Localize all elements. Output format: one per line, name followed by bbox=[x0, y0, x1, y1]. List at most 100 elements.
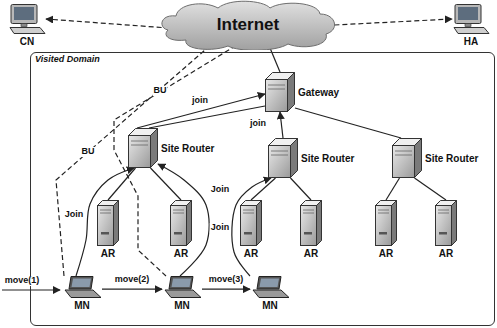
node-label: MN bbox=[174, 300, 190, 311]
tower-slot bbox=[304, 232, 312, 235]
box-side bbox=[151, 129, 158, 168]
access-router: AR bbox=[300, 200, 322, 246]
connector bbox=[56, 47, 208, 276]
node-label: AR bbox=[439, 248, 453, 259]
connector bbox=[76, 168, 134, 276]
pc-icon bbox=[452, 4, 490, 34]
tower-front bbox=[241, 206, 257, 246]
node-label: Site Router bbox=[161, 143, 214, 154]
box-detail bbox=[271, 151, 288, 152]
mobile-node: MN bbox=[162, 276, 202, 298]
tower-front bbox=[436, 206, 452, 246]
box-icon bbox=[128, 128, 158, 168]
tower-detail bbox=[303, 213, 314, 214]
laptop-icon bbox=[250, 276, 290, 298]
laptop-lid bbox=[69, 277, 93, 290]
tower-icon bbox=[240, 200, 262, 246]
edge-label: BU bbox=[81, 147, 96, 157]
tower-detail bbox=[378, 210, 389, 211]
laptop-screen bbox=[172, 279, 192, 288]
label-anchor: move(3) bbox=[208, 275, 245, 285]
keyboard bbox=[10, 28, 45, 34]
tower-detail bbox=[173, 210, 184, 211]
box-detail bbox=[395, 151, 412, 152]
connector bbox=[151, 168, 182, 200]
laptop-base bbox=[165, 290, 201, 298]
label-anchor: join bbox=[249, 119, 267, 129]
mobile-node: MN bbox=[250, 276, 290, 298]
terminal-icon: HA bbox=[452, 4, 490, 34]
label-anchor: BU bbox=[153, 86, 168, 96]
box-detail bbox=[395, 155, 412, 156]
connector bbox=[232, 178, 271, 276]
tower-detail bbox=[438, 210, 449, 211]
node-label: CN bbox=[20, 36, 34, 47]
tower-detail bbox=[173, 213, 184, 214]
pc-icon bbox=[8, 4, 46, 34]
screen bbox=[14, 7, 34, 20]
router-node: Site Router bbox=[392, 138, 422, 178]
connector bbox=[114, 47, 234, 276]
box-side bbox=[415, 139, 422, 178]
access-router: AR bbox=[435, 200, 457, 246]
edge-label: Join bbox=[64, 210, 85, 220]
connector bbox=[137, 94, 265, 128]
node-label: Internet bbox=[217, 16, 279, 35]
box-detail bbox=[131, 141, 148, 142]
tower-detail bbox=[303, 210, 314, 211]
box-icon bbox=[268, 138, 298, 178]
laptop-screen bbox=[72, 279, 92, 288]
box-detail bbox=[268, 89, 285, 90]
connector bbox=[334, 19, 452, 25]
tower-slot bbox=[101, 232, 109, 235]
label-anchor: BU bbox=[81, 147, 96, 157]
mobile-node: MN bbox=[62, 276, 102, 298]
tower-detail bbox=[243, 210, 254, 211]
tower-icon bbox=[97, 200, 119, 246]
connector bbox=[46, 19, 162, 28]
tower-icon bbox=[300, 200, 322, 246]
box-detail bbox=[268, 85, 285, 86]
box-icon bbox=[265, 72, 295, 112]
node-label: MN bbox=[74, 300, 90, 311]
laptop-icon bbox=[62, 276, 102, 298]
tower-front bbox=[98, 206, 114, 246]
laptop-icon bbox=[162, 276, 202, 298]
tower-front bbox=[301, 206, 317, 246]
laptop-lid bbox=[257, 277, 281, 290]
box-side bbox=[291, 139, 298, 178]
node-label: AR bbox=[174, 248, 188, 259]
label-anchor: Join bbox=[210, 185, 231, 195]
access-router: AR bbox=[170, 200, 192, 246]
tower-detail bbox=[378, 213, 389, 214]
edge-label: move(2) bbox=[114, 275, 151, 285]
tower-icon bbox=[435, 200, 457, 246]
tower-icon bbox=[375, 200, 397, 246]
node-label: Visited Domain bbox=[35, 55, 100, 65]
terminal-icon: CN bbox=[8, 4, 46, 34]
box-detail bbox=[131, 145, 148, 146]
node-label: HA bbox=[464, 36, 478, 47]
connector bbox=[291, 178, 312, 200]
box-front bbox=[266, 80, 288, 112]
connector bbox=[386, 178, 400, 200]
connector bbox=[280, 112, 283, 138]
move-arrow bbox=[2, 289, 60, 290]
edge-label: join bbox=[249, 119, 267, 129]
access-router: AR bbox=[240, 200, 262, 246]
stand bbox=[465, 24, 471, 27]
connector bbox=[415, 178, 447, 200]
tower-side bbox=[452, 201, 457, 246]
tower-slot bbox=[439, 232, 447, 235]
label-anchor: move(1) bbox=[4, 276, 41, 286]
tower-slot bbox=[379, 232, 387, 235]
edge-label: BU bbox=[153, 86, 168, 96]
box-side bbox=[288, 73, 295, 112]
internet-cloud: Internet bbox=[158, 0, 338, 50]
access-router: AR bbox=[97, 200, 119, 246]
keyboard bbox=[454, 28, 489, 34]
laptop-screen bbox=[260, 279, 280, 288]
monitor bbox=[11, 5, 37, 24]
router-node: Site Router bbox=[128, 128, 158, 168]
